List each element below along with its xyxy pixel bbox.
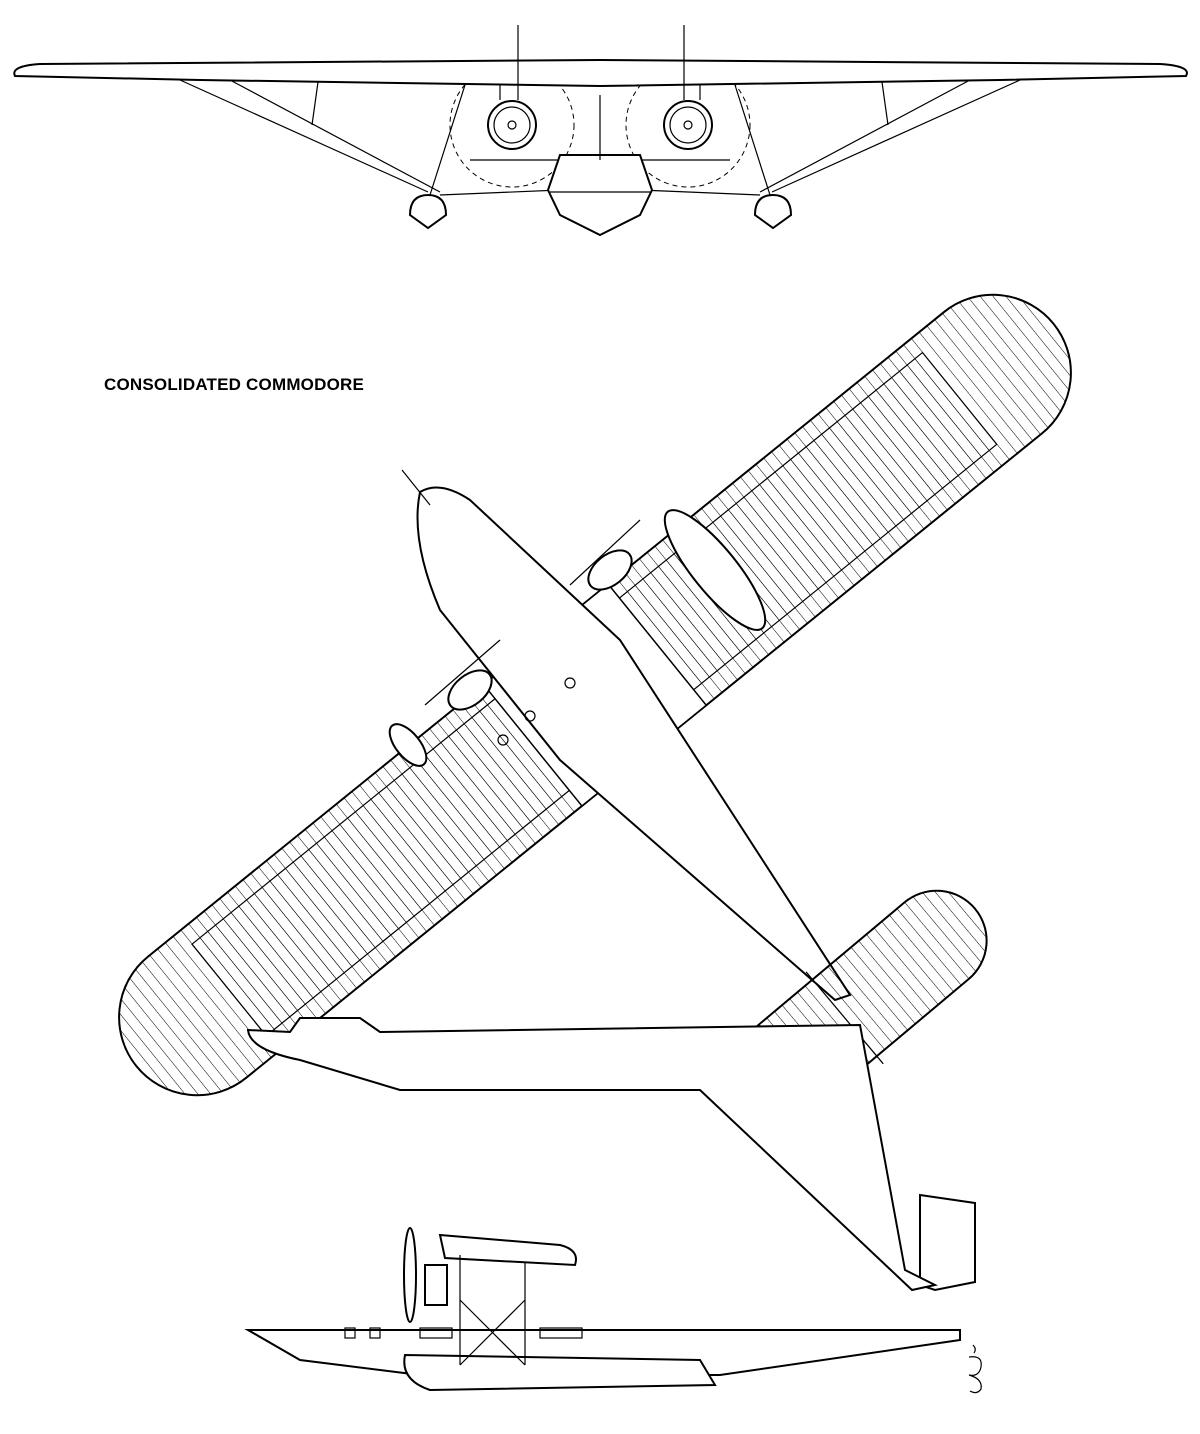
artist-signature-logo (968, 1344, 982, 1394)
side-fin (919, 1193, 976, 1292)
top-fuselage (416, 486, 852, 1002)
side-view (244, 1017, 976, 1392)
drawing-title: CONSOLIDATED COMMODORE (104, 375, 365, 394)
front-engine-right (663, 25, 713, 150)
side-upper-wing (438, 1233, 577, 1267)
front-engine-left (487, 25, 537, 150)
front-float-right (753, 193, 793, 230)
side-windows (344, 1327, 583, 1339)
side-sponson (403, 1353, 717, 1392)
side-engine (403, 1227, 448, 1323)
top-engine-left (388, 639, 501, 767)
front-hull (546, 154, 654, 237)
side-hull (246, 1017, 938, 1292)
front-float-left (408, 193, 448, 230)
front-view (13, 25, 1188, 237)
top-view (118, 293, 1072, 1121)
top-engine-right (569, 509, 767, 631)
front-wing (13, 58, 1188, 88)
